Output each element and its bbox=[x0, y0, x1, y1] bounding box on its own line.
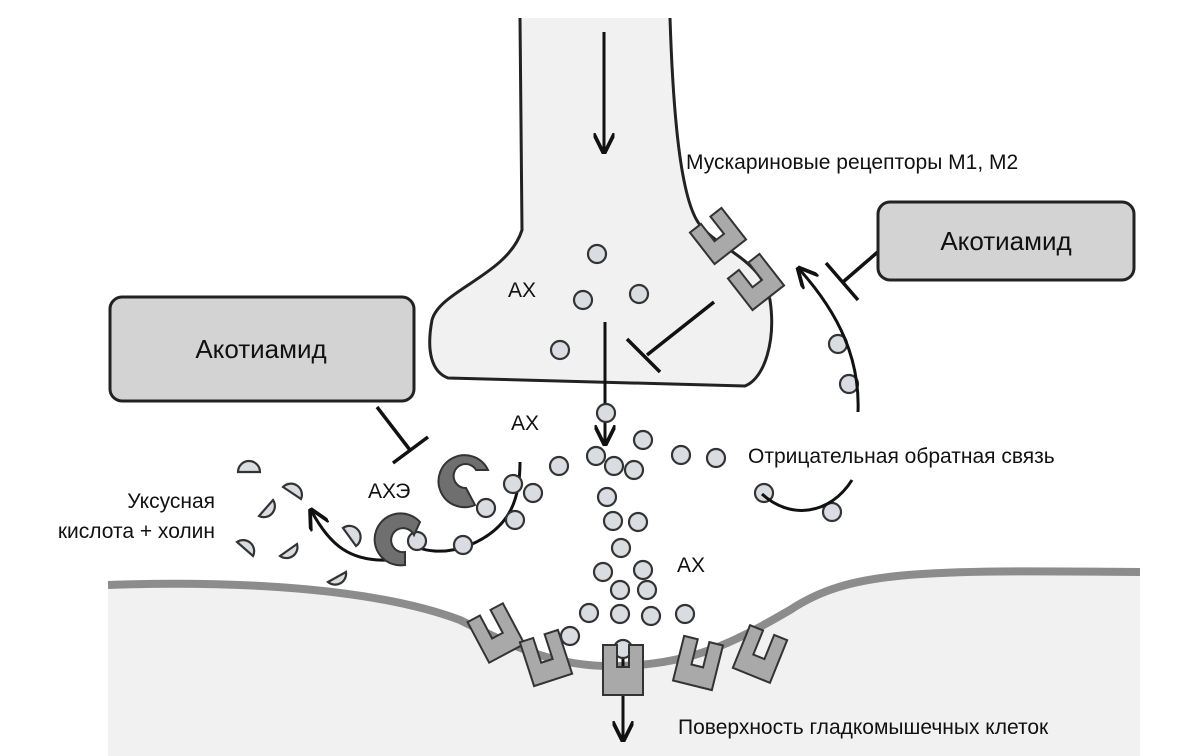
muscarinic-receptors-label: Мускариновые рецепторы М1, М2 bbox=[686, 151, 1018, 174]
arc-vesicles bbox=[406, 473, 544, 556]
ach-terminal-label: АХ bbox=[508, 279, 536, 302]
smooth-muscle-membrane bbox=[107, 567, 1141, 671]
smooth-muscle-surface-label: Поверхность гладкомышечных клеток bbox=[678, 716, 1049, 739]
receptor-icon bbox=[466, 601, 526, 665]
products-label-line2: кислота + холин bbox=[58, 520, 215, 543]
smooth-muscle-cell bbox=[108, 571, 1140, 756]
feedback-arc-lower bbox=[760, 479, 854, 512]
receptor-icon bbox=[518, 628, 574, 688]
receptor-icon bbox=[602, 644, 644, 696]
akotiamide-box-right bbox=[876, 200, 1136, 282]
akotiamide-label-left: Акотиамид bbox=[195, 334, 326, 364]
ache-enzyme-icon bbox=[373, 454, 490, 567]
breakdown-arrow bbox=[312, 512, 391, 562]
presynaptic-terminal bbox=[428, 17, 774, 388]
vesicle bbox=[628, 283, 650, 305]
vesicle bbox=[572, 289, 594, 311]
akotiamide-box-left bbox=[108, 295, 416, 403]
receptor-icon bbox=[671, 634, 725, 692]
vesicle bbox=[586, 243, 608, 265]
terminal-vesicles bbox=[549, 243, 650, 361]
ach-cleft-bottom-label: АХ bbox=[677, 554, 705, 577]
breakdown-products bbox=[235, 459, 362, 586]
postsynaptic-receptors bbox=[466, 601, 789, 696]
receptor-icon bbox=[731, 623, 789, 685]
negative-feedback-arrow bbox=[800, 270, 860, 413]
cleft-vesicles bbox=[548, 333, 860, 660]
vesicle bbox=[549, 339, 571, 361]
products-label-line1: Уксусная bbox=[127, 490, 215, 513]
muscarinic-receptor-icon bbox=[688, 206, 786, 312]
ache-label: АХЭ bbox=[368, 480, 410, 503]
negative-feedback-label: Отрицательная обратная связь bbox=[748, 445, 1055, 468]
inhibition-icon bbox=[375, 248, 882, 465]
ach-cleft-top-label: АХ bbox=[511, 412, 539, 435]
akotiamide-label-right: Акотиамид bbox=[940, 226, 1071, 256]
